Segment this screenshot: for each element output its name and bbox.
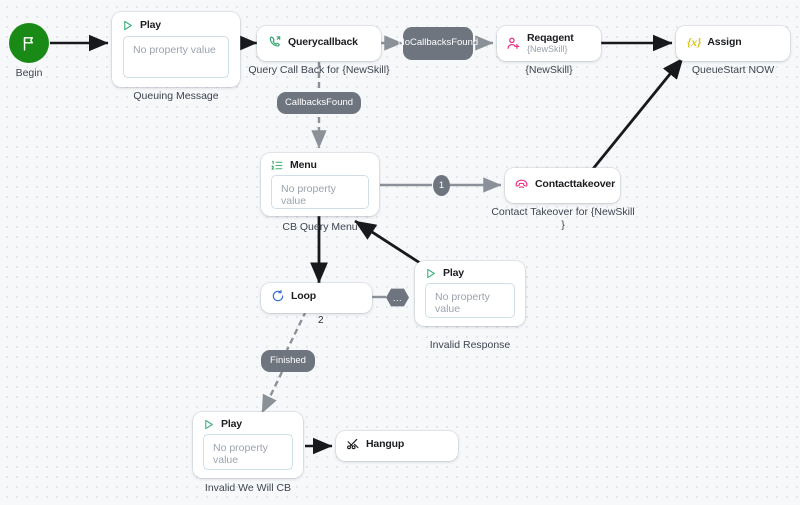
edge-loop-to-finished [285, 310, 308, 351]
property-value-field[interactable]: No property value [425, 283, 515, 318]
node-header: Reqagent {NewSkill} [497, 26, 601, 60]
numbered-list-icon [270, 159, 284, 172]
node-req-agent[interactable]: Reqagent {NewSkill} [497, 26, 601, 61]
play-triangle-icon [121, 19, 134, 32]
begin-node[interactable] [9, 23, 49, 63]
node-queuing-message[interactable]: Play No property value [112, 12, 240, 87]
node-header: Hangup [336, 431, 458, 457]
node-header: Play [415, 261, 525, 283]
node-cb-query-menu[interactable]: Menu No property value [261, 153, 379, 216]
edge-label-finished: Finished [261, 350, 315, 372]
node-title: Hangup [366, 437, 405, 450]
edge-contacttakeover-to-assign [586, 57, 685, 176]
node-subtitle: {NewSkill} [527, 44, 568, 55]
node-caption-invalid-we-will-cb: Invalid We Will CB [204, 482, 292, 494]
node-caption-contact-takeover: Contact Takeover for {NewSkill } [491, 206, 635, 232]
edge-label-callbacks-found: CallbacksFound [277, 92, 361, 114]
phone-takeover-icon [514, 177, 529, 191]
node-title: Assign [707, 36, 742, 49]
node-header: Contacttakeover [505, 168, 620, 200]
node-title: Contacttakeover [535, 177, 616, 190]
node-caption-invalid-response: Invalid Response [429, 339, 511, 351]
property-value-field[interactable]: No property value [271, 175, 369, 209]
loop-arrow-icon [271, 289, 285, 303]
node-title: Querycallback [288, 35, 358, 48]
node-header: Querycallback [257, 26, 381, 58]
node-header: Play [112, 12, 240, 36]
node-query-callback[interactable]: Querycallback [257, 26, 381, 61]
node-hangup[interactable]: Hangup [336, 431, 458, 461]
node-header: Loop [261, 283, 372, 309]
node-caption-req-agent: {NewSkill} [525, 64, 573, 76]
play-triangle-icon [202, 418, 215, 431]
edge-label-loop-count: 2 [318, 315, 324, 326]
node-title: Reqagent [527, 32, 574, 44]
node-header: {x} Assign [676, 26, 790, 59]
node-title: Menu [290, 159, 317, 172]
node-header: Play [193, 412, 303, 434]
begin-caption: Begin [15, 67, 43, 79]
hangup-scissors-icon [346, 437, 360, 451]
node-loop[interactable]: Loop [261, 283, 372, 313]
play-triangle-icon [424, 267, 437, 280]
edge-badge-menu-option-1: 1 [433, 175, 450, 196]
node-caption-query-callback: Query Call Back for {NewSkill} [248, 64, 390, 76]
flag-icon [21, 35, 38, 52]
property-value-field[interactable]: No property value [203, 434, 293, 470]
person-add-icon [506, 36, 521, 51]
node-invalid-we-will-cb[interactable]: Play No property value [193, 412, 303, 478]
node-title: Play [443, 267, 464, 280]
node-header: Menu [261, 153, 379, 175]
edge-label-no-callbacks-found: NoCallbacksFound [398, 27, 478, 60]
node-title: Play [221, 418, 242, 431]
node-invalid-response[interactable]: Play No property value [415, 261, 525, 326]
node-title: Play [140, 19, 161, 32]
node-title: Loop [291, 289, 317, 302]
node-assign[interactable]: {x} Assign [676, 26, 790, 61]
variable-braces-icon: {x} [687, 35, 702, 49]
property-value-field[interactable]: No property value [123, 36, 229, 78]
edge-badge-loop-more: ... [386, 288, 409, 307]
phone-callback-icon [268, 35, 282, 49]
node-caption-cb-query-menu: CB Query Menu [282, 221, 358, 233]
edge-finished-to-invalidwewillcb [260, 371, 284, 414]
node-caption-queuing-message: Queuing Message [133, 90, 219, 102]
node-caption-assign: QueueStart NOW [691, 64, 775, 76]
node-contact-takeover[interactable]: Contacttakeover [505, 168, 620, 203]
